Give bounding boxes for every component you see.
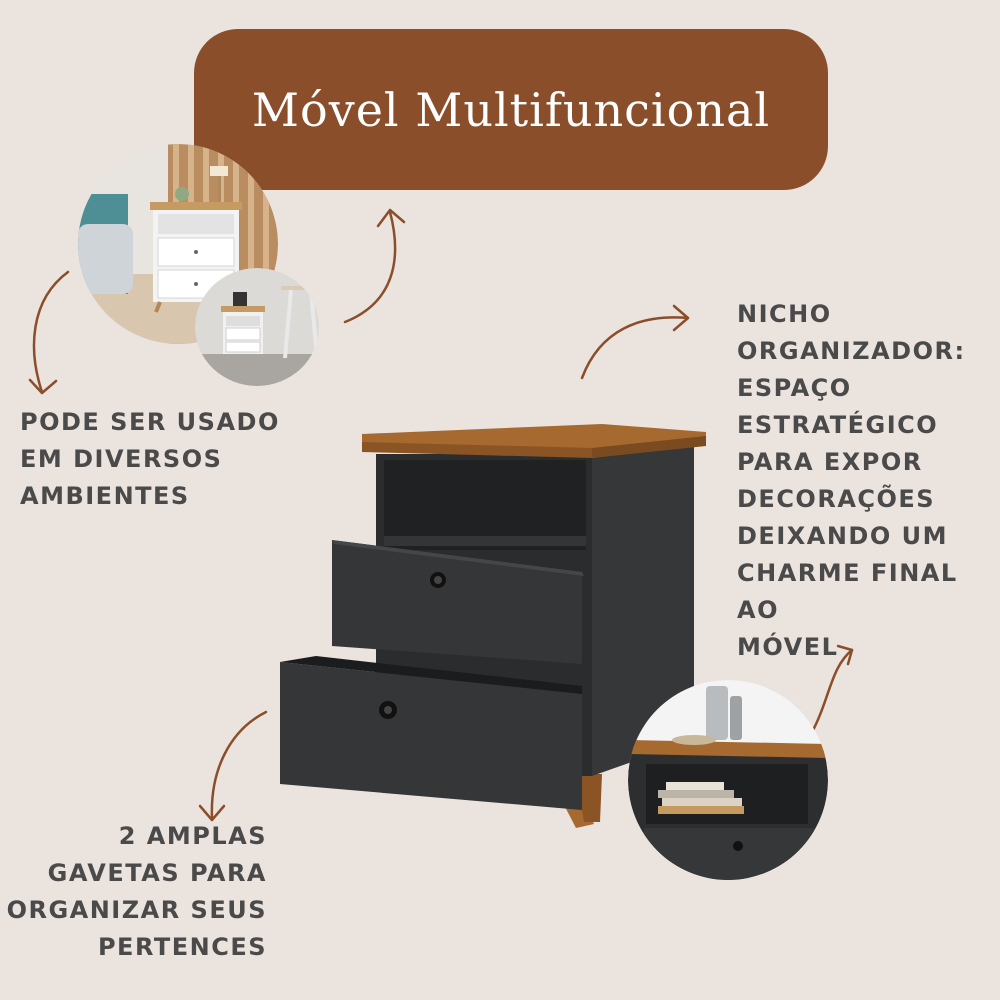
title-banner: Móvel Multifuncional: [194, 29, 828, 190]
nightstand-illustration: [280, 424, 706, 828]
niche-detail-photo: [628, 680, 828, 880]
caption-drawers: 2 AMPLAS GAVETAS PARA ORGANIZAR SEUS PER…: [6, 822, 267, 961]
banner-title: Móvel Multifuncional: [251, 82, 771, 137]
curved-arrow-icon: [580, 304, 690, 380]
environment-photo-office: [195, 268, 319, 386]
curved-arrow-icon: [343, 208, 406, 324]
curved-arrow-icon: [808, 644, 854, 738]
curved-arrow-icon: [198, 710, 268, 822]
caption-environments: PODE SER USADO EM DIVERSOS AMBIENTES: [20, 408, 280, 510]
curved-arrow-icon: [28, 270, 70, 395]
caption-niche: NICHO ORGANIZADOR: ESPAÇO ESTRATÉGICO PA…: [737, 300, 966, 661]
